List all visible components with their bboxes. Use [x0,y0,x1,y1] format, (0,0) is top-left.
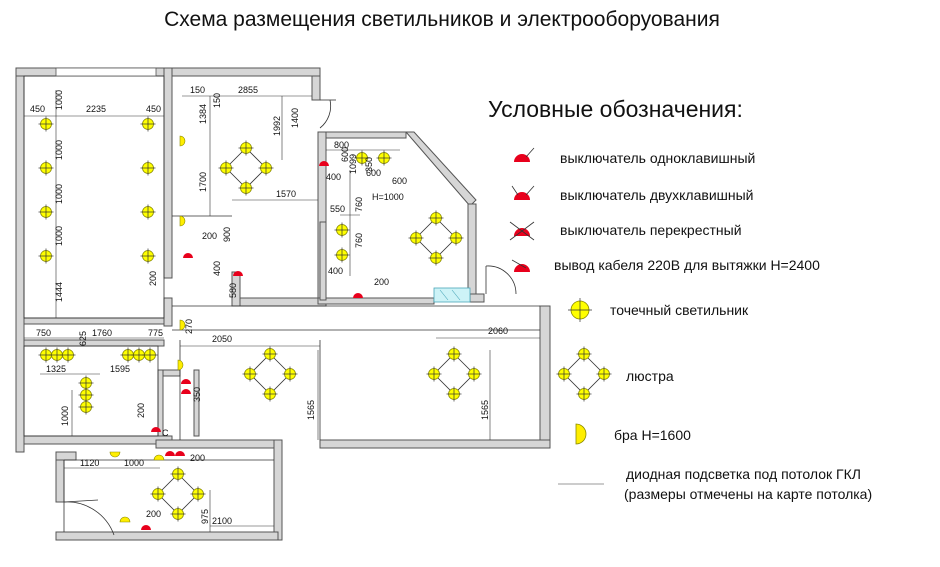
svg-text:400: 400 [326,172,341,182]
svg-text:150: 150 [212,93,222,108]
svg-text:1760: 1760 [92,328,112,338]
svg-text:975: 975 [200,509,210,524]
svg-text:600: 600 [366,168,381,178]
legend-label-switch-single: выключатель одноклавишный [560,150,756,166]
legend-label-switch-cross: выключатель перекрестный [560,222,742,238]
svg-text:1000: 1000 [54,90,64,110]
svg-text:1000: 1000 [54,184,64,204]
svg-text:1444: 1444 [54,282,64,302]
svg-text:600: 600 [340,147,350,162]
svg-text:350: 350 [192,387,202,402]
svg-text:200: 200 [202,231,217,241]
svg-text:270: 270 [184,319,194,334]
svg-text:1120: 1120 [80,458,99,468]
legend-label-spot: точечный светильник [610,302,749,318]
legend-label-switch-double: выключатель двухклавишный [560,187,754,203]
svg-text:400: 400 [212,261,222,276]
page-title: Схема размещения светильников и электроо… [164,8,720,31]
svg-text:1000: 1000 [60,406,70,426]
svg-text:760: 760 [354,197,364,212]
svg-text:С: С [162,428,169,438]
legend-title: Условные обозначения: [488,96,743,122]
svg-text:200: 200 [146,509,161,519]
svg-text:450: 450 [30,104,45,114]
svg-text:400: 400 [328,266,343,276]
svg-text:2060: 2060 [488,326,508,336]
svg-text:1570: 1570 [276,189,296,199]
svg-text:2235: 2235 [86,104,106,114]
walls [15,67,551,541]
legend-label-sconce: бра Н=1600 [614,427,691,443]
svg-text:625: 625 [78,331,88,346]
dimension-labels: 450 2235 450 1000 1000 1000 1000 1444 15… [30,85,508,526]
dimension-lines [24,90,540,532]
svg-text:900: 900 [222,227,232,242]
svg-text:550: 550 [330,204,345,214]
svg-text:1565: 1565 [306,400,316,420]
svg-text:800: 800 [334,140,349,150]
svg-text:Н=1000: Н=1000 [372,192,404,202]
svg-text:200: 200 [190,453,205,463]
svg-text:2855: 2855 [238,85,258,95]
svg-text:450: 450 [146,104,161,114]
svg-text:600: 600 [392,176,407,186]
plan-lines [23,67,540,536]
svg-text:1000: 1000 [124,458,144,468]
svg-text:750: 750 [36,328,51,338]
svg-text:150: 150 [190,85,205,95]
legend-label-cable: вывод кабеля 220В для вытяжки Н=2400 [554,257,820,273]
svg-text:350: 350 [364,157,374,172]
svg-text:775: 775 [148,328,163,338]
svg-text:2050: 2050 [212,334,232,344]
svg-text:580: 580 [228,283,238,298]
svg-text:1565: 1565 [480,400,490,420]
svg-text:1000: 1000 [54,140,64,160]
svg-text:200: 200 [374,277,389,287]
svg-text:1700: 1700 [198,172,208,192]
legend-label-led-2: (размеры отмечены на карте потолка) [624,486,873,502]
chandeliers [151,141,482,522]
svg-text:1992: 1992 [272,116,282,136]
svg-text:1384: 1384 [198,104,208,124]
legend-label-chandelier: люстра [626,368,674,384]
svg-text:1325: 1325 [46,364,66,374]
sconces [109,135,186,523]
svg-text:1000: 1000 [54,226,64,246]
svg-text:1595: 1595 [110,364,130,374]
svg-text:1099: 1099 [348,154,358,174]
svg-text:200: 200 [148,271,158,286]
svg-text:2100: 2100 [212,516,232,526]
svg-text:1400: 1400 [290,108,300,128]
svg-text:760: 760 [354,233,364,248]
svg-text:200: 200 [136,403,146,418]
legend-label-led-1: диодная подсветка под потолок ГКЛ [626,466,861,482]
